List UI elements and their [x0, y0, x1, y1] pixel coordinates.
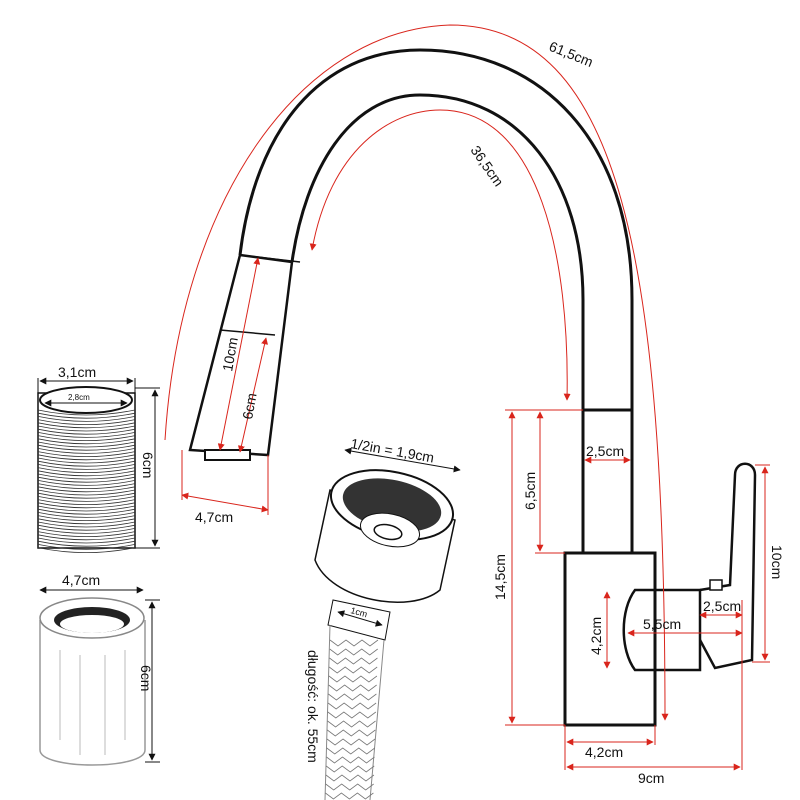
label-sleeve-inner: 2,8cm [68, 393, 90, 402]
thread-line [37, 473, 136, 480]
label-sleeve-height: 6cm [140, 452, 156, 478]
label-thread-size: 1/2in = 1,9cm [349, 435, 435, 465]
braid-line [328, 693, 377, 701]
thread-line [37, 451, 136, 457]
thread-line [37, 512, 136, 518]
thread-line [37, 435, 136, 441]
thread-line [37, 457, 136, 464]
dimension-lines [164, 24, 770, 771]
thread-line [37, 489, 136, 496]
thread-line [37, 444, 136, 451]
thread-line [37, 502, 136, 509]
label-column-width: 2,5cm [586, 443, 624, 459]
hose-connector [314, 447, 461, 800]
thread-line [37, 464, 136, 470]
braid-line [325, 765, 375, 773]
nozzle [188, 253, 294, 461]
braid-line [325, 783, 374, 791]
braid-line [327, 720, 376, 728]
faucet-body [563, 408, 757, 727]
label-body-inner-height: 4,2cm [588, 617, 604, 655]
thread-line [37, 544, 136, 550]
thread-line [37, 422, 136, 429]
mounting-nut [39, 586, 160, 766]
thread-line [37, 537, 136, 544]
thread-line [37, 467, 136, 473]
thread-line [37, 428, 136, 435]
thread-line [37, 496, 136, 502]
braid-line [327, 729, 376, 737]
braid-line [325, 774, 375, 782]
thread-line [37, 412, 136, 419]
thread-line [37, 531, 136, 537]
label-base-width: 4,2cm [585, 744, 623, 760]
thread-line [37, 480, 136, 486]
thread-line [37, 441, 136, 448]
label-handle-height: 10cm [769, 545, 785, 579]
label-hose-diameter: 1cm [349, 605, 368, 619]
braid-line [328, 684, 377, 692]
label-total-depth: 9cm [638, 770, 664, 786]
thread-line [37, 540, 136, 547]
thread-line [37, 534, 136, 541]
thread-line [37, 409, 136, 416]
braid-line [329, 648, 378, 656]
label-lever-reach: 5,5cm [643, 616, 681, 632]
label-nozzle-length: 10cm [219, 336, 241, 372]
label-nozzle-width: 4,7cm [195, 509, 233, 525]
label-hose-length: długość: ok. 55cm [305, 650, 321, 763]
thread-line [37, 483, 136, 489]
label-nozzle-band: 6cm [239, 392, 259, 421]
thread-line [37, 528, 136, 534]
thread-line [37, 547, 136, 553]
label-lever-width: 2,5cm [703, 598, 741, 614]
label-spout-outer: 61,5cm [547, 38, 596, 70]
label-nut-width: 4,7cm [62, 572, 100, 588]
braid-line [326, 756, 375, 764]
braid-line [327, 702, 377, 710]
thread-line [37, 432, 136, 438]
label-spout-inner: 36,5cm [468, 143, 507, 190]
thread-line [37, 492, 136, 499]
label-column-height: 6,5cm [522, 472, 538, 510]
thread-line [37, 476, 136, 483]
braid-line [326, 738, 376, 746]
label-sleeve-outer: 3,1cm [58, 364, 96, 380]
braid-line [329, 639, 379, 647]
braid-line [325, 792, 374, 800]
label-nut-height: 6cm [138, 665, 154, 691]
thread-line [37, 438, 136, 445]
thread-line [37, 470, 136, 477]
thread-line [37, 499, 136, 505]
thread-line [37, 425, 136, 432]
braid-line [328, 675, 378, 683]
braid-line [329, 657, 378, 665]
braid-line [327, 711, 377, 719]
thread-line [37, 521, 136, 528]
thread-line [37, 524, 136, 531]
thread-line [37, 419, 136, 425]
thread-line [37, 518, 136, 525]
thread-line [37, 515, 136, 521]
thread-line [37, 486, 136, 493]
thread-line [37, 416, 136, 422]
label-total-height: 14,5cm [492, 554, 508, 600]
thread-line [37, 448, 136, 454]
threaded-sleeve [37, 377, 160, 553]
thread-line [37, 505, 136, 512]
spout [238, 48, 634, 410]
thread-line [37, 460, 136, 467]
thread-line [37, 508, 136, 515]
thread-line [37, 454, 136, 461]
braid-line [326, 747, 375, 755]
braid-line [328, 666, 378, 674]
